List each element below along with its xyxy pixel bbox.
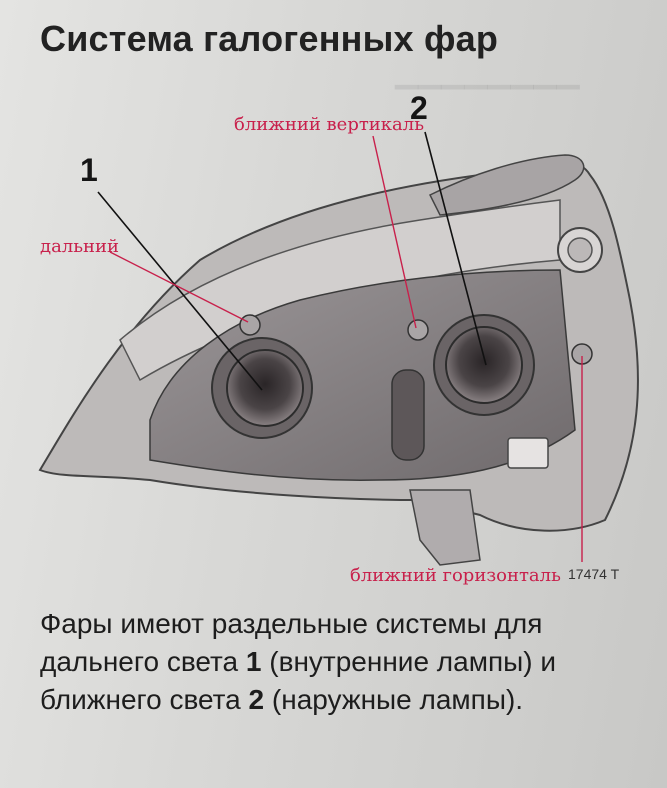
electrical-connector — [507, 437, 549, 469]
figure-code: 17474 T — [568, 566, 620, 582]
leveling-motor — [391, 369, 425, 461]
description-part-2: (внутренние лампы) и ближнего света — [40, 646, 556, 715]
leader-line-1 — [97, 191, 263, 391]
description-part-1: Фары имеют раздельные системы для дальне… — [40, 608, 543, 677]
pointer-line-near-vertical — [372, 135, 417, 329]
description-number-1: 1 — [245, 646, 262, 677]
callout-number-2: 2 — [410, 90, 428, 126]
headlight-illustration — [38, 131, 639, 566]
housing-top-spur — [428, 154, 585, 216]
adjuster-near-vertical — [407, 319, 429, 341]
label-far-beam: дальний — [40, 236, 120, 257]
high-beam-lamp — [226, 349, 304, 427]
leader-line-2 — [424, 131, 487, 366]
callout-number-1: 1 — [80, 152, 98, 188]
low-beam-lamp — [445, 326, 523, 404]
adjuster-far — [239, 314, 261, 336]
pointer-line-far — [109, 251, 249, 323]
description-paragraph: Фары имеют раздельные системы для дальне… — [40, 605, 650, 719]
label-near-vertical: ближний вертикаль — [234, 114, 425, 135]
description-number-2: 2 — [248, 684, 265, 715]
label-near-horizontal: ближний горизонталь — [350, 565, 561, 586]
description-part-3: (наружные лампы). — [264, 684, 524, 715]
show-through-pattern: ▁▁▁▁▁▁▁▁ — [395, 56, 580, 89]
mounting-bracket — [409, 489, 481, 566]
page-title: Система галогенных фар — [40, 18, 499, 59]
